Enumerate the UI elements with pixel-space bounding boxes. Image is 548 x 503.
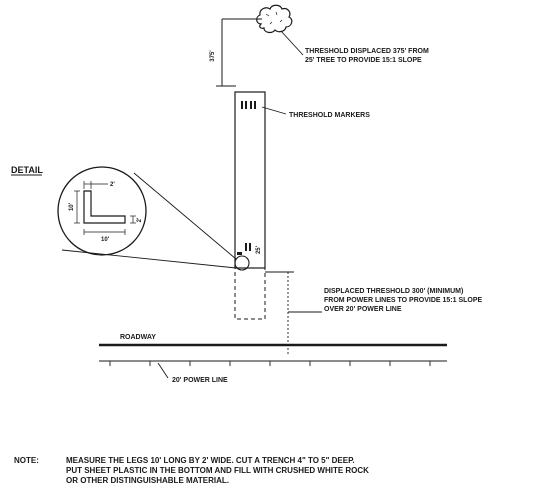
detail-callout-line-lower [61, 249, 237, 269]
runway-end-markings [237, 243, 251, 255]
detail-dim-bottom: 10' [101, 237, 110, 243]
detail-dim-top: 2' [110, 182, 115, 188]
tree-icon [256, 4, 293, 34]
detail-dim-right: 2' [137, 217, 143, 222]
detail-title: DETAIL [11, 165, 43, 175]
threshold-markers-label: THRESHOLD MARKERS [289, 112, 370, 119]
power-threshold-label-line3: OVER 20' POWER LINE [324, 306, 402, 313]
threshold-markers-leader [261, 106, 287, 115]
tree-threshold-label-line2: 25' TREE TO PROVIDE 15:1 SLOPE [305, 57, 422, 64]
roadway-label: ROADWAY [120, 334, 156, 341]
tree-threshold-label-line1: THRESHOLD DISPLACED 375' FROM [305, 48, 429, 55]
detail-reference-circle [234, 255, 250, 271]
detail-magnified-view [57, 166, 147, 256]
runway-end-mark: 25' [256, 245, 262, 254]
note-line1: MEASURE THE LEGS 10' LONG BY 2' WIDE. CU… [66, 456, 355, 465]
note-line3: OR OTHER DISTINGUISHABLE MATERIAL. [66, 476, 229, 485]
power-line-ticks [109, 361, 431, 366]
detail-callout-line-upper [133, 172, 237, 260]
power-line-label-leader [157, 362, 169, 379]
power-line-label: 20' POWER LINE [172, 377, 228, 384]
power-threshold-label-line2: FROM POWER LINES TO PROVIDE 15:1 SLOPE [324, 297, 483, 304]
runway-strip [234, 91, 266, 269]
note-line2: PUT SHEET PLASTIC IN THE BOTTOM AND FILL… [66, 466, 369, 475]
tree-distance-label: 375' [210, 50, 216, 62]
power-threshold-label-line1: DISPLACED THRESHOLD 300' (MINIMUM) [324, 288, 463, 295]
threshold-marker-bars [241, 101, 256, 109]
tree-label-leader [280, 30, 304, 56]
detail-dim-left: 10' [69, 202, 75, 211]
note-label: NOTE: [14, 456, 39, 465]
runway-dashed-extension [234, 267, 266, 320]
